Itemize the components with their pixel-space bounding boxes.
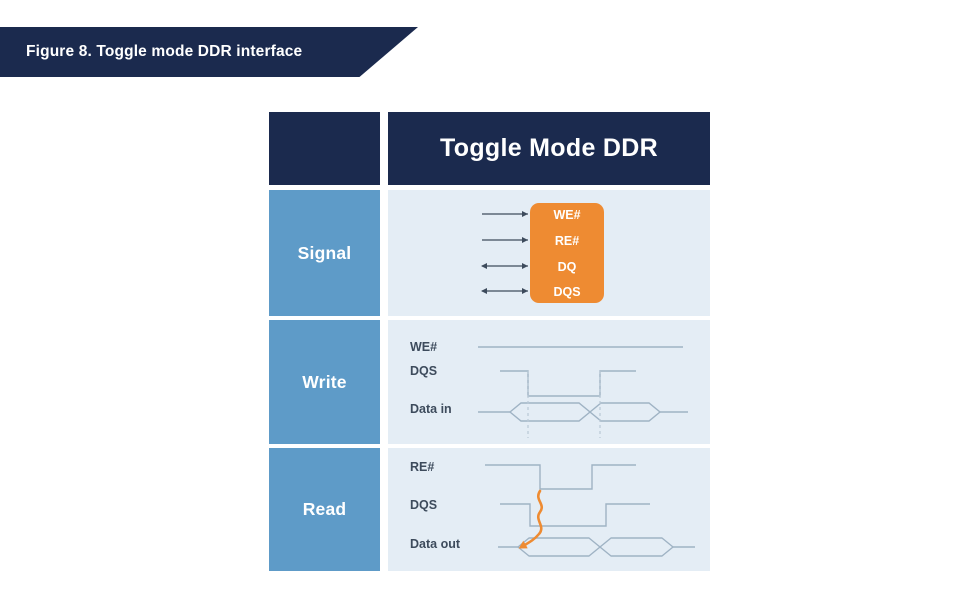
write-waveform-label-we: WE#	[410, 340, 437, 354]
row-label-write: Write	[269, 320, 380, 444]
read-waveform-dqs	[500, 503, 650, 527]
table-row: Read RE# DQS Data out	[269, 448, 710, 571]
signal-block-diagram: WE# RE# DQ DQS	[481, 203, 604, 303]
signal-block-box	[530, 203, 604, 303]
signal-box-line-re: RE#	[555, 234, 579, 248]
write-timing-diagram: WE# DQS Data in	[410, 340, 688, 438]
write-waveform-data-in	[478, 402, 688, 422]
row-label-signal: Signal	[269, 190, 380, 316]
write-timing-panel: WE# DQS Data in	[388, 320, 710, 444]
figure-caption-banner: Figure 8. Toggle mode DDR interface	[0, 27, 418, 77]
table-header-row: Toggle Mode DDR	[269, 112, 710, 185]
read-timing-panel: RE# DQS Data out	[388, 448, 710, 571]
row-label-read: Read	[269, 448, 380, 571]
read-timing-diagram: RE# DQS Data out	[410, 460, 695, 557]
read-waveform-label-re: RE#	[410, 460, 434, 474]
read-waveform-label-dqs: DQS	[410, 498, 437, 512]
read-waveform-data-out	[498, 537, 695, 557]
row-label-signal-text: Signal	[297, 242, 352, 263]
signal-box-line-dq: DQ	[558, 260, 577, 274]
toggle-mode-ddr-table: Toggle Mode DDR Signal	[269, 112, 710, 571]
row-label-write-text: Write	[302, 371, 347, 392]
header-corner-cell	[269, 112, 380, 185]
read-latency-wavy-arrow	[518, 489, 543, 549]
read-waveform-re	[485, 464, 636, 490]
read-waveform-label-dataout: Data out	[410, 537, 461, 551]
signal-box-line-dqs: DQS	[553, 285, 580, 299]
header-title-text: Toggle Mode DDR	[440, 134, 658, 162]
signal-box-line-we: WE#	[553, 208, 580, 222]
row-label-read-text: Read	[302, 499, 347, 519]
table-row: Write WE# DQS Data in	[269, 320, 710, 444]
header-title-cell: Toggle Mode DDR	[388, 112, 710, 185]
figure-caption-text: Figure 8. Toggle mode DDR interface	[26, 43, 303, 60]
write-waveform-dqs	[500, 370, 636, 397]
signal-diagram-panel: WE# RE# DQ DQS	[388, 190, 710, 316]
write-waveform-label-datain: Data in	[410, 402, 452, 416]
write-waveform-label-dqs: DQS	[410, 364, 437, 378]
table-row: Signal	[269, 190, 710, 316]
